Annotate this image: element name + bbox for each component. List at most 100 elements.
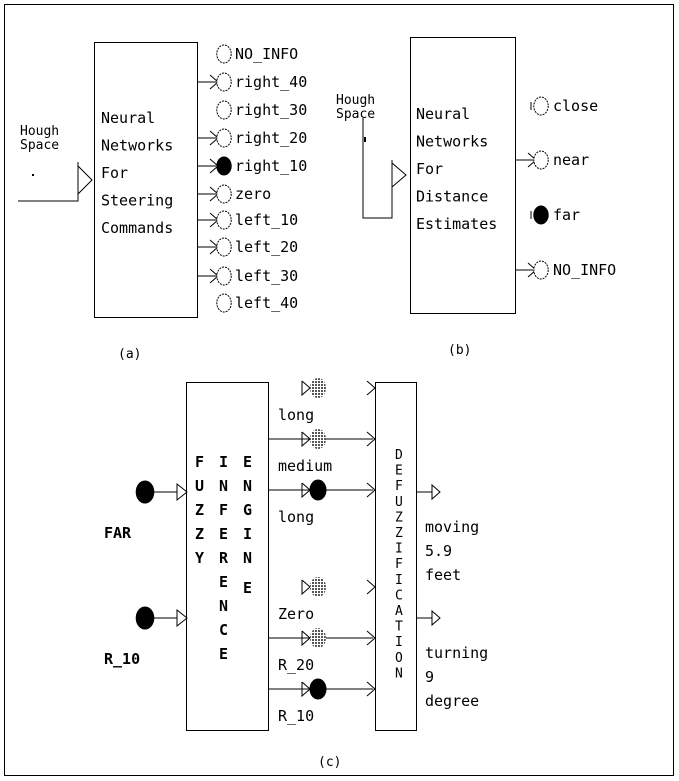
box-text-line: Steering — [101, 192, 173, 210]
box-text-line: Neural — [101, 109, 155, 127]
rule-input-arrowhead-icon — [301, 681, 311, 698]
output-label: far — [553, 206, 580, 224]
rule-input-arrowhead-icon — [301, 431, 311, 448]
rule-input-arrowhead-icon — [301, 482, 311, 499]
hough-label-line1: Hough — [336, 93, 375, 108]
caption-b: (b) — [448, 343, 471, 358]
engine-letter: N — [243, 477, 252, 495]
defuzz-letter: T — [395, 620, 403, 635]
input-node — [135, 480, 155, 504]
output-node — [216, 210, 232, 230]
rule-label: long — [278, 406, 314, 424]
engine-letter: N — [219, 477, 228, 495]
output-label: right_40 — [235, 73, 307, 91]
output-node — [216, 184, 232, 204]
input-arrowhead-icon — [176, 608, 188, 628]
engine-letter: G — [243, 501, 252, 519]
output-node — [533, 260, 549, 280]
output-node — [216, 156, 232, 176]
rule-input-arrowhead-icon — [301, 630, 311, 647]
output-label: NO_INFO — [553, 261, 616, 279]
defuzz-letter: F — [395, 479, 403, 494]
rule-node — [310, 628, 326, 648]
output-label: near — [553, 151, 589, 169]
output-label: right_10 — [235, 157, 307, 175]
caption-a: (a) — [118, 347, 141, 362]
rule-label: R_20 — [278, 656, 314, 674]
engine-letter: E — [243, 453, 252, 471]
rule-label: long — [278, 508, 314, 526]
defuzz-letter: E — [395, 464, 403, 479]
defuzz-letter: I — [395, 573, 403, 588]
frame — [4, 4, 674, 776]
arrowhead-icon — [366, 482, 376, 498]
engine-letter: I — [219, 453, 228, 471]
output-node — [533, 96, 549, 116]
hough-label-line1: Hough — [20, 124, 59, 139]
output-node — [533, 150, 549, 170]
arrowhead-icon — [366, 380, 376, 396]
rule-node — [310, 378, 326, 398]
engine-letter: E — [219, 645, 228, 663]
engine-letter: N — [243, 549, 252, 567]
box-text-line: Networks — [416, 133, 488, 151]
rule-label: medium — [278, 457, 332, 475]
output-label: right_20 — [235, 129, 307, 147]
engine-letter: N — [219, 597, 228, 615]
steering-nn-box — [94, 42, 198, 318]
engine-letter: E — [219, 573, 228, 591]
defuzz-letter: N — [395, 666, 403, 681]
box-text-line: Estimates — [416, 215, 497, 233]
defuzzification-box — [375, 382, 417, 731]
arrowhead-icon — [366, 431, 376, 447]
engine-letter: I — [243, 525, 252, 543]
output-label: turning — [425, 644, 488, 662]
output-node — [216, 100, 232, 120]
defuzz-letter: F — [395, 557, 403, 572]
rule-label: R_10 — [278, 707, 314, 725]
hough-label-line2: Space — [20, 138, 59, 153]
output-label: left_20 — [235, 238, 298, 256]
engine-letter: E — [219, 525, 228, 543]
distance-nn-box — [410, 37, 516, 314]
engine-letter: E — [243, 579, 252, 597]
defuzz-letter: C — [395, 588, 403, 603]
rule-input-arrowhead-icon — [301, 579, 311, 596]
input-arrowhead-icon — [176, 482, 188, 502]
box-text-line: For — [416, 160, 443, 178]
output-node — [216, 128, 232, 148]
defuzz-letter: U — [395, 495, 403, 510]
output-label: close — [553, 97, 598, 115]
output-node — [216, 44, 232, 64]
box-text-line: Neural — [416, 105, 470, 123]
output-label: left_40 — [235, 294, 298, 312]
box-text-line: Commands — [101, 219, 173, 237]
defuzz-letter: Z — [395, 526, 403, 541]
hough-label-line2: Space — [336, 107, 375, 122]
output-label: degree — [425, 692, 479, 710]
box-text-line: Networks — [101, 137, 173, 155]
rule-node — [310, 429, 326, 449]
rule-node — [310, 577, 326, 597]
defuzz-letter: A — [395, 604, 403, 619]
defuzz-letter: D — [395, 448, 403, 463]
output-label: 9 — [425, 668, 434, 686]
output-node — [533, 205, 549, 225]
input-label: FAR — [104, 524, 132, 542]
arrowhead-icon — [366, 630, 376, 646]
engine-letter: C — [219, 621, 228, 639]
rule-node — [309, 678, 327, 700]
output-node — [216, 266, 232, 286]
box-text-line: Distance — [416, 188, 488, 206]
arrowhead-icon — [366, 681, 376, 697]
input-node — [135, 606, 155, 630]
output-node — [216, 293, 232, 313]
defuzz-letter: I — [395, 542, 403, 557]
engine-column-fuzzy: FUZZY — [195, 453, 205, 567]
output-label: left_10 — [235, 211, 298, 229]
engine-letter: R — [219, 549, 229, 567]
output-label: zero — [235, 185, 271, 203]
